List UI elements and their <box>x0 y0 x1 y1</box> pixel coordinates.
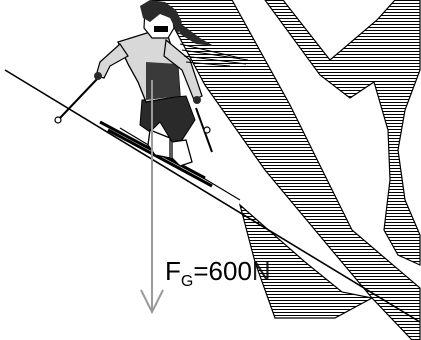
gravity-force-arrow <box>140 80 164 315</box>
skier-illustration <box>54 0 249 201</box>
force-value: 600 <box>208 256 252 286</box>
force-subscript: G <box>180 273 194 290</box>
force-equals: = <box>193 256 209 286</box>
force-label: FG=600N <box>165 256 271 290</box>
mountain-rock <box>151 0 421 340</box>
slope-line <box>4 69 421 323</box>
force-unit: N <box>251 256 271 286</box>
force-symbol: F <box>165 256 181 286</box>
